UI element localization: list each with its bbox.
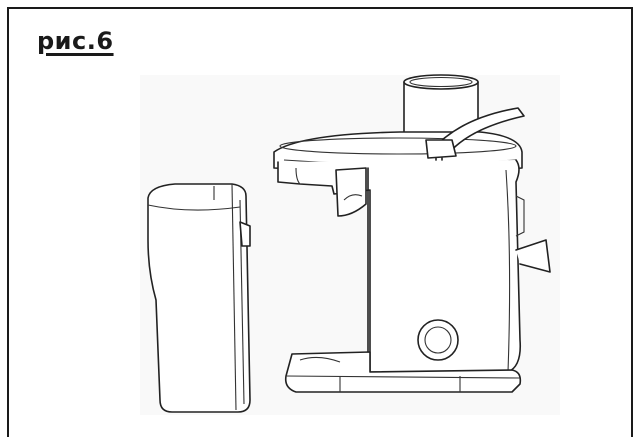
juicer-illustration [147, 74, 551, 413]
figure-frame [7, 7, 633, 437]
figure-label: рис.6 [37, 27, 114, 55]
pulp-container [147, 183, 251, 413]
motor-base [277, 159, 551, 377]
base-plate [284, 351, 522, 393]
speed-knob [417, 319, 459, 361]
